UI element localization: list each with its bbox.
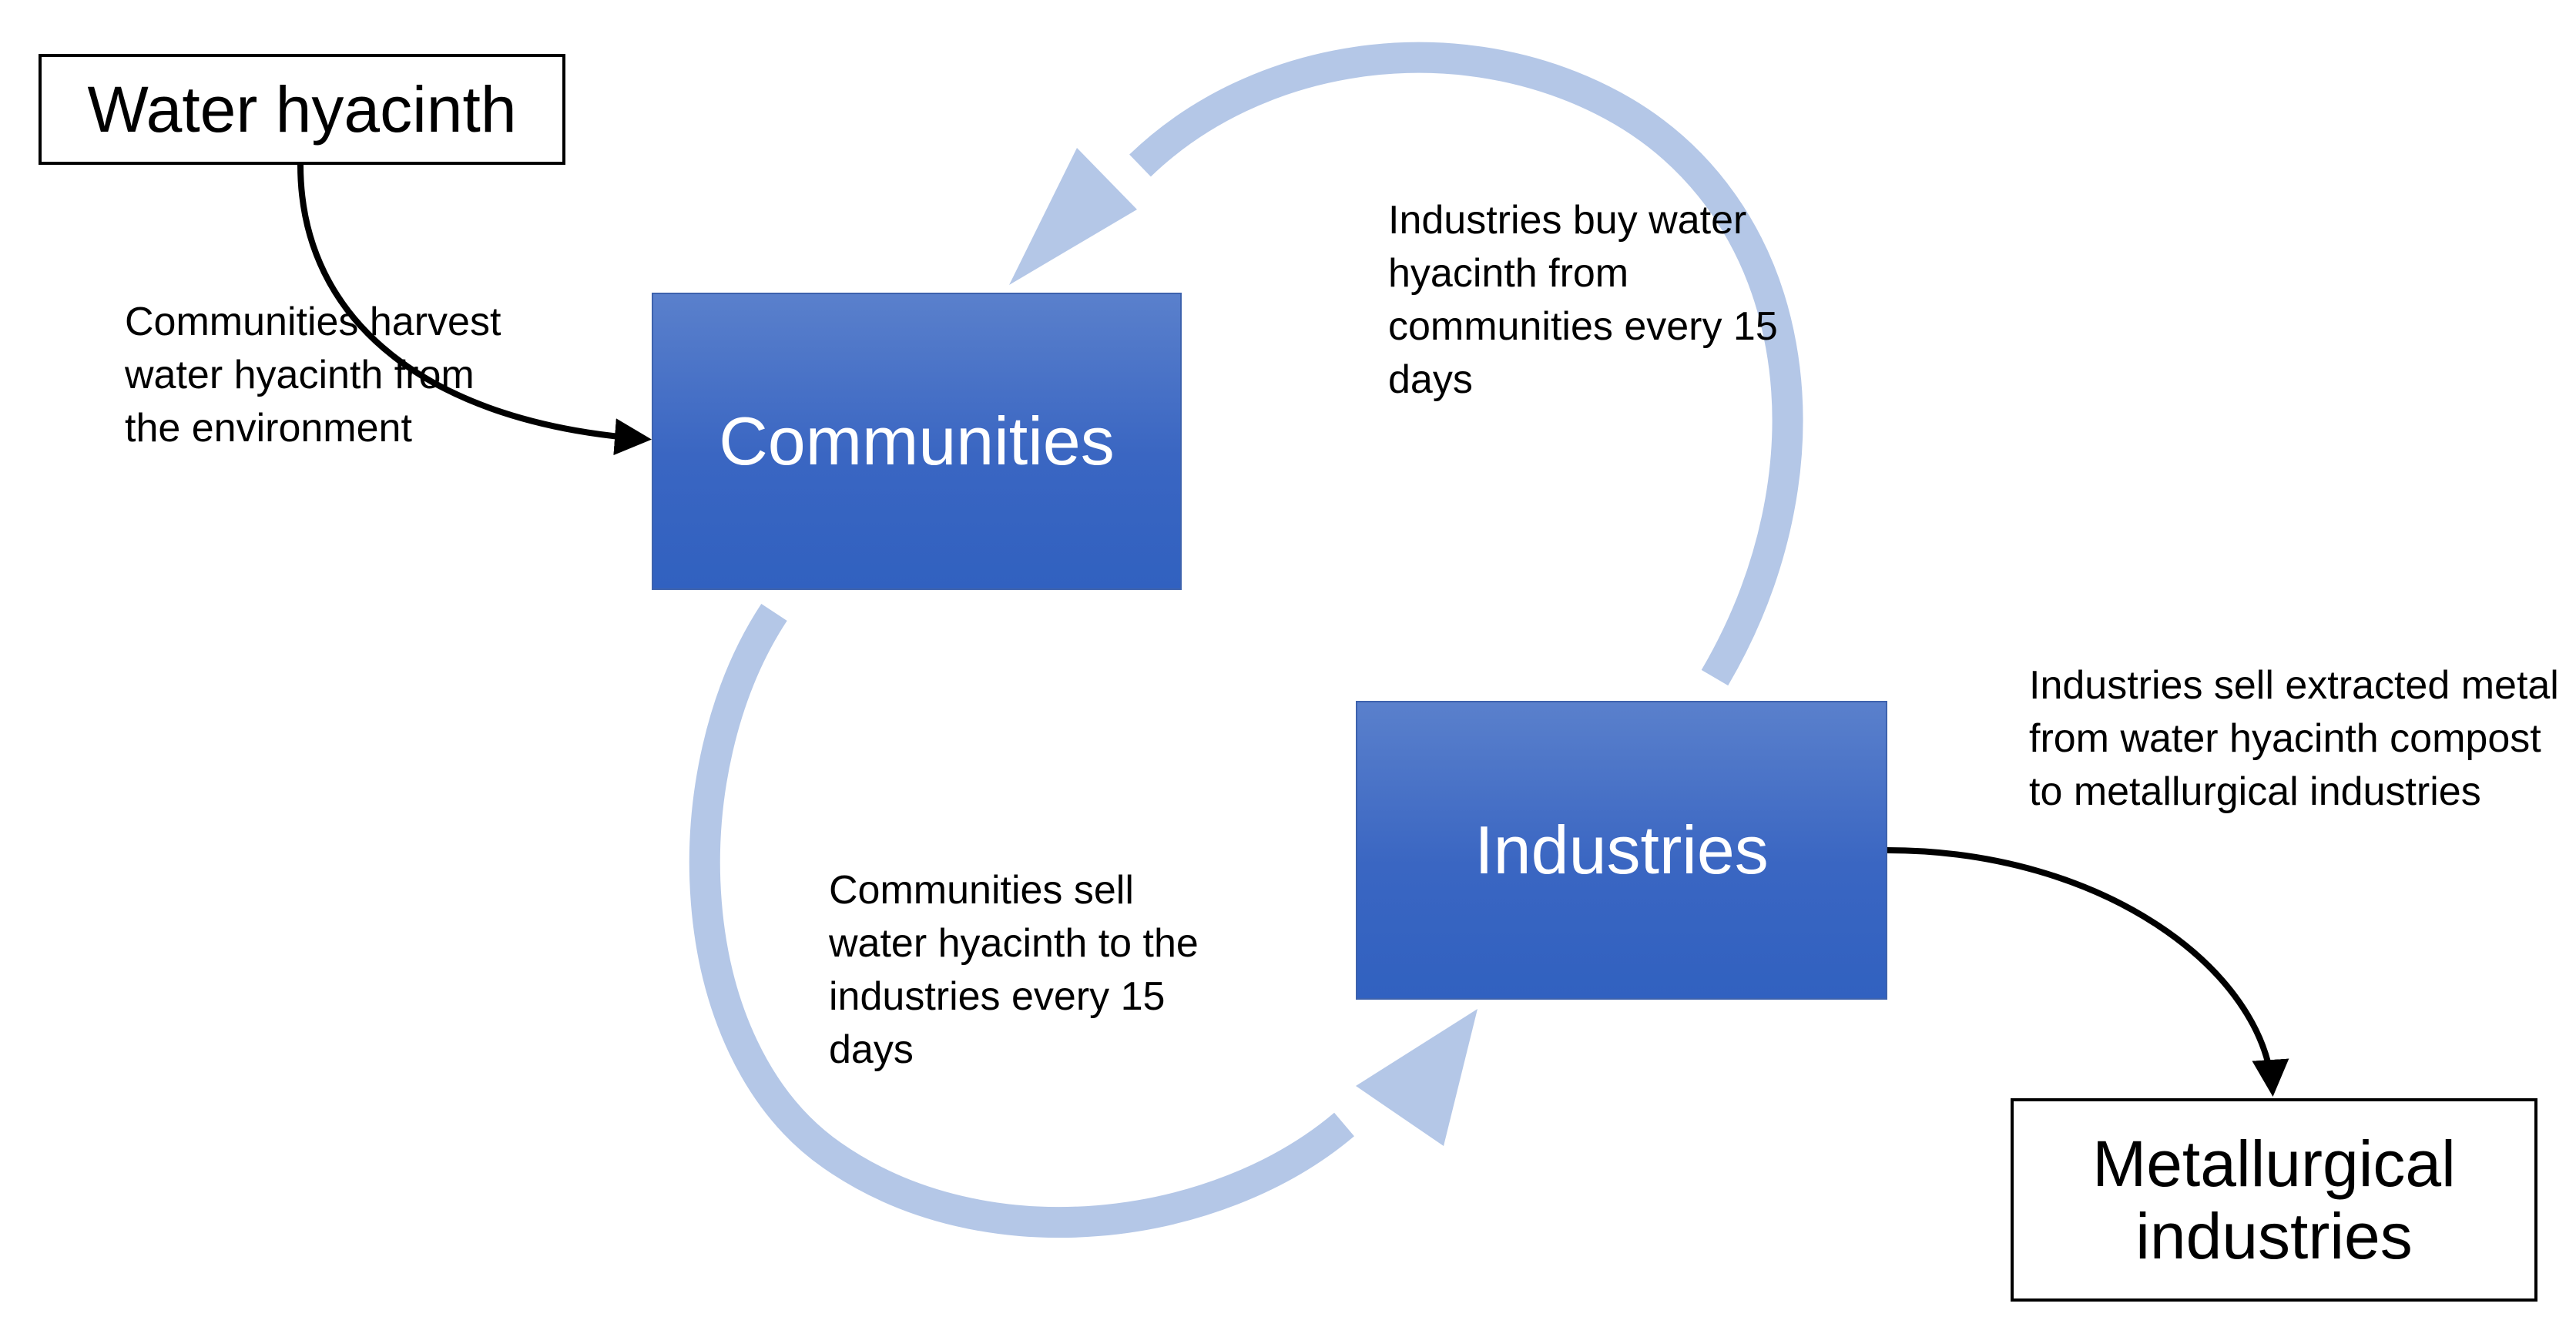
metal-sale-annotation: Industries sell extracted metal from wat… xyxy=(2029,663,2559,814)
cycle-arrowhead-lower xyxy=(1356,1009,1478,1146)
buy-annotation: Industries buy water hyacinth from commu… xyxy=(1388,198,1778,402)
sell-annotation: Communities sell water hyacinth to the i… xyxy=(829,868,1199,1072)
water-hyacinth-box: Water hyacinth xyxy=(39,54,565,165)
metallurgical-industries-label: Metallurgical industries xyxy=(2092,1127,2456,1272)
harvest-annotation: Communities harvest water hyacinth from … xyxy=(125,300,501,451)
water-hyacinth-label: Water hyacinth xyxy=(87,72,517,146)
cycle-arrowhead-upper xyxy=(1009,148,1137,285)
communities-box: Communities xyxy=(652,293,1182,590)
industries-box: Industries xyxy=(1356,701,1887,1000)
industries-label: Industries xyxy=(1474,812,1769,888)
harvest-arrow xyxy=(297,164,652,456)
metal-sale-arrow xyxy=(1887,847,2289,1097)
metallurgical-industries-box: Metallurgical industries xyxy=(2011,1098,2537,1302)
communities-label: Communities xyxy=(719,403,1115,479)
cycle-arrow-upper xyxy=(1129,42,1803,686)
cycle-arrow-lower xyxy=(689,604,1354,1238)
